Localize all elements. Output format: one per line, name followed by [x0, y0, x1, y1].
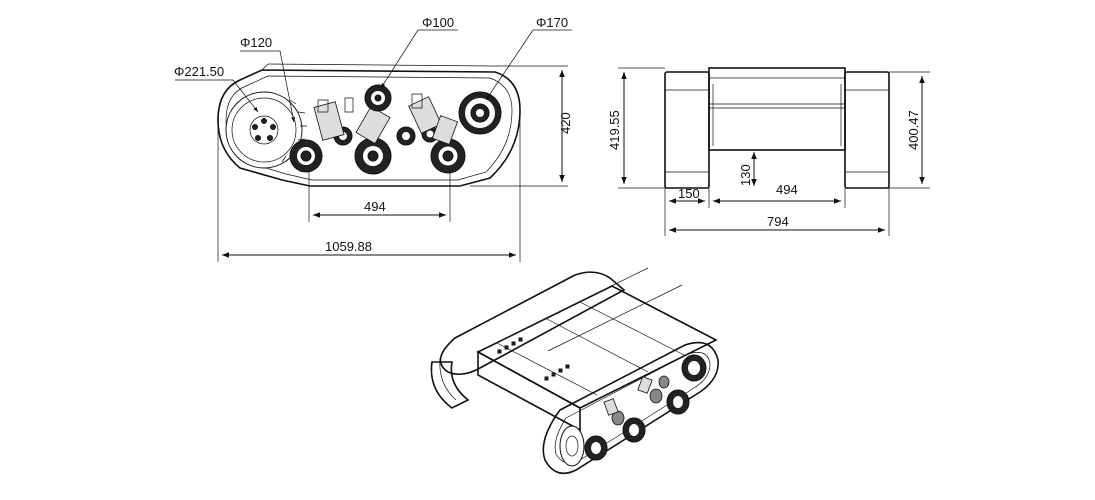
isometric-view	[430, 267, 719, 475]
front-view: 419.55 400.47 130 150 494 794	[607, 67, 930, 236]
iso-wheel-2	[622, 417, 646, 443]
side-wheelbase-label: 494	[364, 199, 386, 214]
road-wheel-3	[430, 138, 466, 174]
side-view: Φ221.50 Φ120 Φ100 Φ170 420 494 1059.88	[174, 15, 573, 262]
idler-dia-label: Φ170	[536, 15, 568, 30]
track-outline	[217, 69, 521, 187]
side-height-label: 420	[558, 112, 573, 134]
sprocket-dia-label: Φ120	[240, 35, 272, 50]
drive-sprocket	[225, 91, 307, 169]
front-overall-width-label: 794	[767, 214, 789, 229]
iso-wheel-1	[584, 435, 608, 461]
front-height-left-label: 419.55	[607, 110, 622, 150]
front-inner-width-label: 494	[776, 182, 798, 197]
front-clearance-label: 130	[738, 164, 753, 186]
top-roller	[364, 84, 392, 112]
idler-wheel	[458, 91, 502, 135]
road-wheel-1	[289, 139, 323, 173]
front-track-width-label: 150	[678, 186, 700, 201]
iso-idler	[681, 354, 707, 382]
side-length-label: 1059.88	[325, 239, 372, 254]
top-roller-dia-label: Φ100	[422, 15, 454, 30]
iso-wheel-3	[666, 389, 690, 415]
front-height-right-label: 400.47	[906, 110, 921, 150]
iso-sprocket	[559, 425, 585, 467]
drive-wheel-dia-label: Φ221.50	[174, 64, 224, 79]
road-wheel-2	[354, 137, 392, 175]
